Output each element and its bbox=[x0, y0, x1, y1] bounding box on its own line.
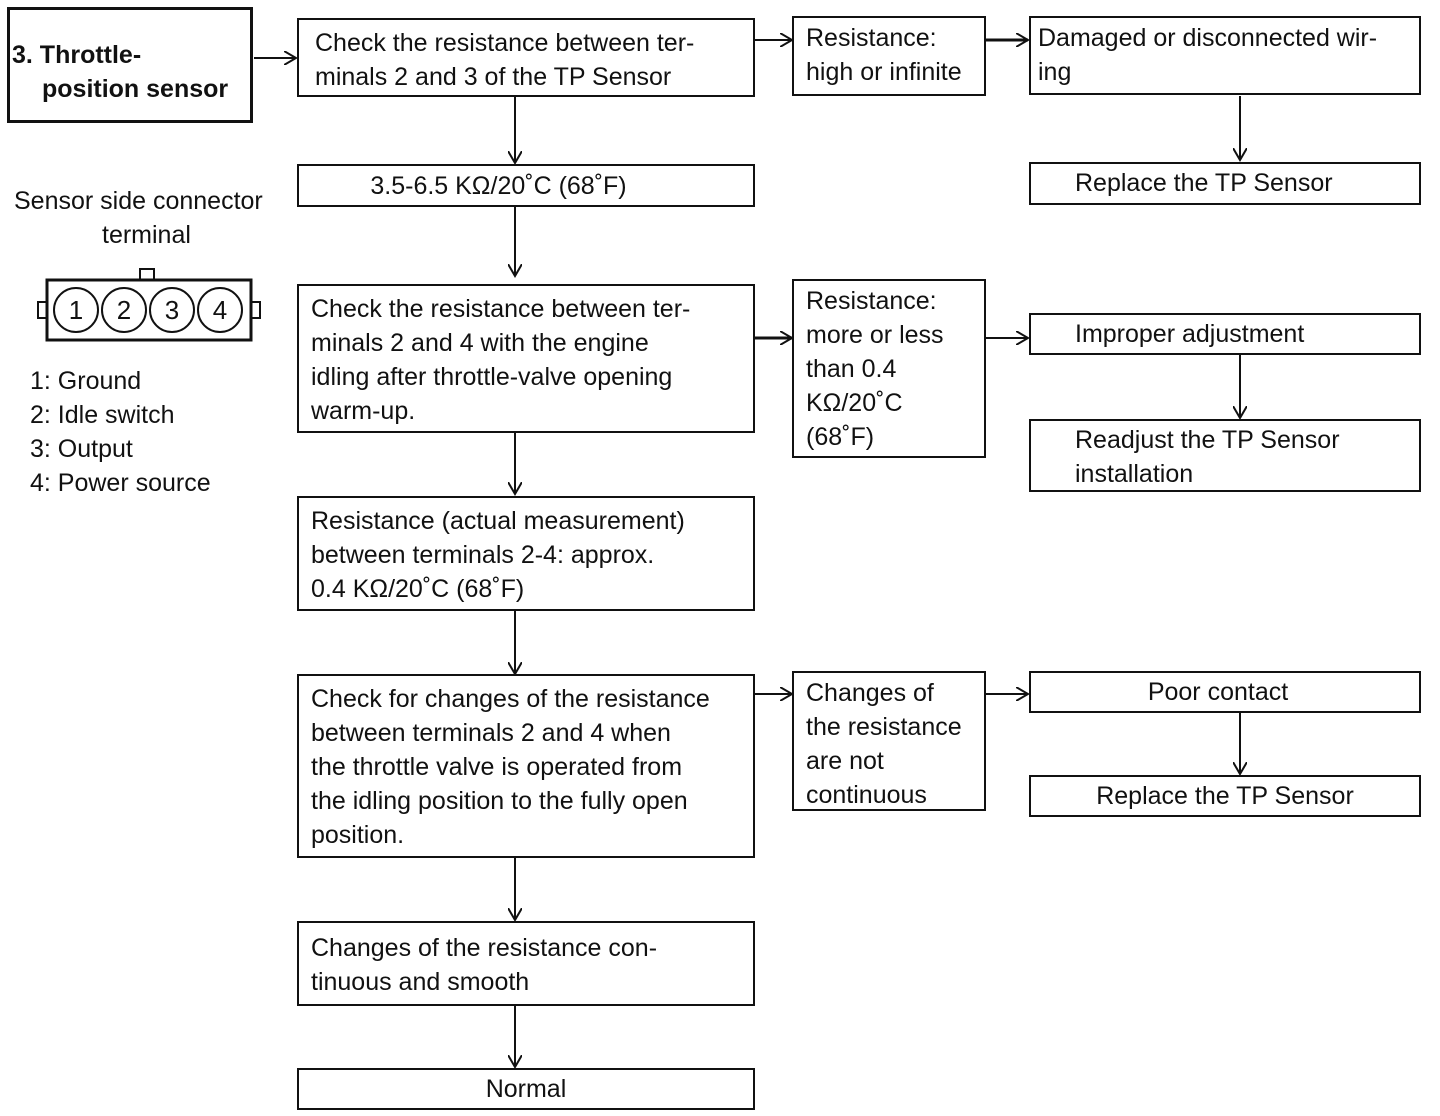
action1-text: Replace the TP Sensor bbox=[1075, 169, 1333, 197]
fault1-box: Resistance: high or infinite bbox=[792, 16, 986, 96]
connector-pin-label-3: 3 bbox=[165, 295, 179, 325]
step2-line-1: Check the resistance between ter- bbox=[311, 295, 691, 323]
result2-line-2: between terminals 2-4: approx. bbox=[311, 541, 655, 569]
cause1-line-2: ing bbox=[1038, 58, 1072, 86]
step2-box: Check the resistance between ter- minals… bbox=[297, 284, 755, 433]
step2-line-4: warm-up. bbox=[311, 397, 416, 425]
fault2-line-5: (68˚F) bbox=[806, 423, 875, 451]
cause3-text: Poor contact bbox=[1147, 678, 1289, 706]
spec1-text: 3.5-6.5 KΩ/20˚C (68˚F) bbox=[370, 172, 627, 200]
fault2-line-4: KΩ/20˚C bbox=[806, 389, 903, 417]
action2-line-1: Readjust the TP Sensor bbox=[1075, 426, 1340, 454]
step3-line-5: position. bbox=[311, 821, 405, 849]
result3-line-2: tinuous and smooth bbox=[311, 968, 530, 996]
cause3-box: Poor contact bbox=[1029, 671, 1421, 713]
fault1-line-2: high or infinite bbox=[806, 58, 962, 86]
fault2-line-1: Resistance: bbox=[806, 287, 937, 315]
title-box: 3. Throttle- position sensor bbox=[7, 7, 253, 123]
connector-pin-circle-1 bbox=[53, 287, 99, 333]
fault3-line-3: are not bbox=[806, 747, 884, 775]
legend-output: 3: Output bbox=[30, 435, 133, 463]
fault1-line-1: Resistance: bbox=[806, 24, 937, 52]
connector-diagram: 1 2 3 4 bbox=[37, 268, 261, 342]
fault2-line-2: more or less bbox=[806, 321, 944, 349]
connector-pins bbox=[53, 287, 243, 333]
connector-pin-label-2: 2 bbox=[117, 295, 131, 325]
action3-text: Replace the TP Sensor bbox=[1096, 782, 1354, 810]
action1-box: Replace the TP Sensor bbox=[1029, 162, 1421, 205]
cause2-text: Improper adjustment bbox=[1075, 320, 1305, 348]
fault3-line-1: Changes of bbox=[806, 679, 934, 707]
normal-text: Normal bbox=[485, 1075, 567, 1103]
action3-box: Replace the TP Sensor bbox=[1029, 775, 1421, 817]
fault2-box: Resistance: more or less than 0.4 KΩ/20˚… bbox=[792, 279, 986, 458]
legend-idle-switch: 2: Idle switch bbox=[30, 401, 175, 429]
step3-line-1: Check for changes of the resistance bbox=[311, 685, 710, 713]
title-line-2: position sensor bbox=[42, 75, 229, 103]
connector-heading-line-2: terminal bbox=[102, 221, 191, 249]
action2-line-2: installation bbox=[1075, 460, 1194, 488]
connector-pin-circle-2 bbox=[101, 287, 147, 333]
step1-line-2: minals 2 and 3 of the TP Sensor bbox=[315, 63, 672, 91]
result3-box: Changes of the resistance con- tinuous a… bbox=[297, 921, 755, 1006]
result3-line-1: Changes of the resistance con- bbox=[311, 934, 658, 962]
connector-heading-line-1: Sensor side connector bbox=[14, 187, 263, 215]
step3-line-4: the idling position to the fully open bbox=[311, 787, 688, 815]
connector-pin-label-4: 4 bbox=[213, 295, 227, 325]
step1-box: Check the resistance between ter- minals… bbox=[297, 18, 755, 97]
spec1-box: 3.5-6.5 KΩ/20˚C (68˚F) bbox=[297, 164, 755, 207]
action2-box: Readjust the TP Sensor installation bbox=[1029, 419, 1421, 492]
connector-pin-label-1: 1 bbox=[69, 295, 83, 325]
connector-pin-circle-3 bbox=[149, 287, 195, 333]
result2-line-1: Resistance (actual measurement) bbox=[311, 507, 685, 535]
step3-line-2: between terminals 2 and 4 when bbox=[311, 719, 671, 747]
normal-box: Normal bbox=[297, 1068, 755, 1110]
legend-ground: 1: Ground bbox=[30, 367, 142, 395]
step1-line-1: Check the resistance between ter- bbox=[315, 29, 695, 57]
result2-line-3: 0.4 KΩ/20˚C (68˚F) bbox=[311, 575, 525, 603]
title-line-1: 3. Throttle- bbox=[12, 41, 142, 69]
cause1-box: Damaged or disconnected wir- ing bbox=[1029, 16, 1421, 95]
step2-line-2: minals 2 and 4 with the engine bbox=[311, 329, 649, 357]
cause2-box: Improper adjustment bbox=[1029, 313, 1421, 355]
step3-box: Check for changes of the resistance betw… bbox=[297, 674, 755, 858]
fault3-box: Changes of the resistance are not contin… bbox=[792, 671, 986, 811]
legend-power-source: 4: Power source bbox=[30, 469, 211, 497]
connector-pin-circle-4 bbox=[197, 287, 243, 333]
cause1-line-1: Damaged or disconnected wir- bbox=[1038, 24, 1378, 52]
step2-line-3: idling after throttle-valve opening bbox=[311, 363, 673, 391]
fault2-line-3: than 0.4 bbox=[806, 355, 897, 383]
fault3-line-2: the resistance bbox=[806, 713, 962, 741]
step3-line-3: the throttle valve is operated from bbox=[311, 753, 683, 781]
result2-box: Resistance (actual measurement) between … bbox=[297, 496, 755, 611]
fault3-line-4: continuous bbox=[806, 781, 927, 809]
